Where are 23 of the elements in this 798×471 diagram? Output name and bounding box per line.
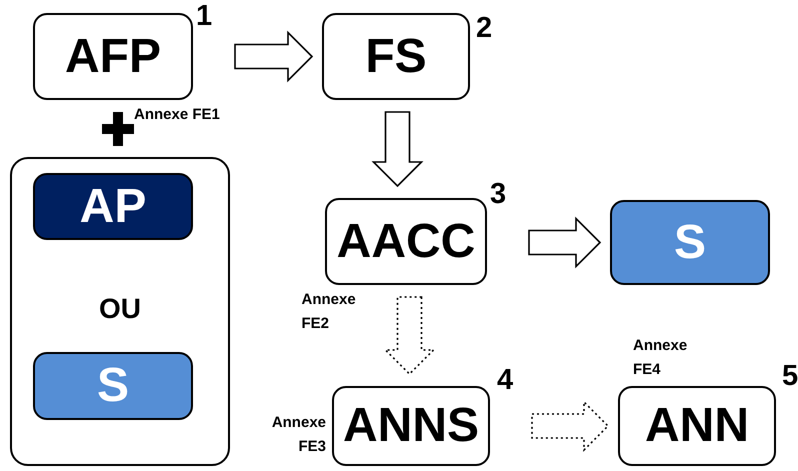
block-arrow	[372, 111, 424, 188]
process-box: FS	[322, 13, 470, 100]
process-box: AACC	[325, 198, 487, 285]
step-number: 1	[196, 2, 212, 31]
process-box: S	[33, 352, 193, 420]
process-box: AFP	[33, 13, 193, 100]
group-text: OU	[98, 295, 142, 323]
annex-note: Annexe FE3	[270, 413, 326, 457]
step-number: 5	[782, 362, 798, 391]
block-arrow	[531, 400, 610, 452]
process-box: ANN	[618, 386, 776, 466]
step-number: 3	[490, 180, 506, 209]
block-arrow	[234, 30, 314, 82]
process-box: AP	[33, 173, 193, 240]
annex-note: Annexe FE4	[633, 336, 688, 380]
block-arrow	[384, 296, 436, 376]
process-box: ANNS	[332, 386, 490, 466]
process-box: S	[610, 200, 770, 285]
annex-note: Annexe FE1	[134, 106, 220, 123]
step-number: 4	[497, 366, 514, 395]
block-arrow	[528, 216, 602, 268]
group-box	[10, 157, 230, 466]
step-number: 2	[476, 14, 492, 43]
